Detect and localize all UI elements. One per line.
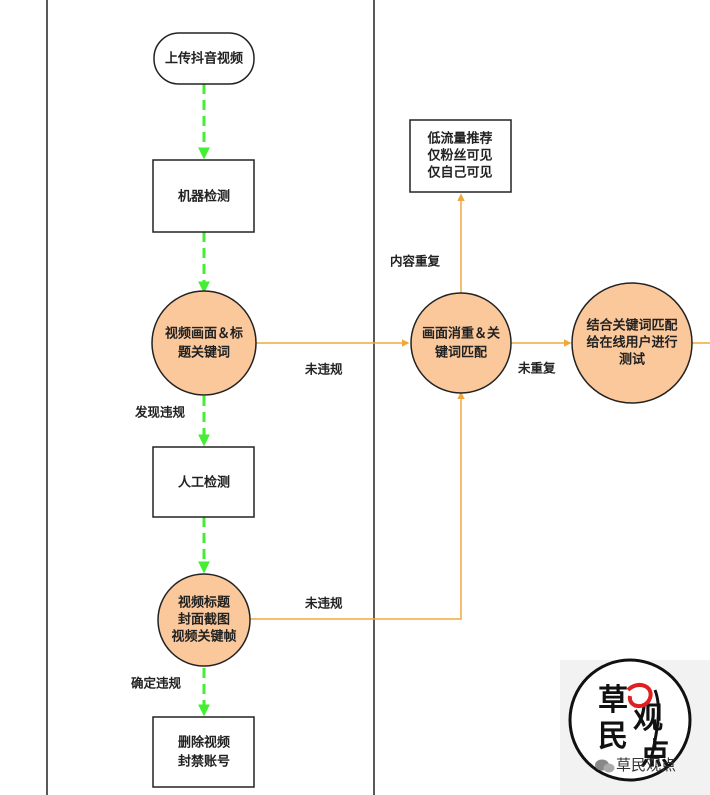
edge-label-no-violation-2: 未违规 bbox=[304, 596, 343, 611]
node-keywords-label: 题关键词 bbox=[178, 345, 230, 361]
watermark-logo: 草 民 观 点 草民观点 bbox=[560, 658, 710, 795]
node-keywords bbox=[151, 290, 257, 396]
orange-connectors bbox=[249, 193, 710, 620]
edge-label-not-duplicate: 未重复 bbox=[517, 361, 556, 376]
node-manual-check bbox=[152, 446, 255, 518]
node-frames-label: 封面截图 bbox=[178, 612, 230, 628]
wechat-icon bbox=[595, 759, 615, 773]
node-test-label: 给在线用户进行 bbox=[586, 335, 677, 351]
node-low-flow bbox=[409, 119, 512, 193]
edge-frames-to-dedupe bbox=[249, 391, 465, 620]
watermark-logo-ring bbox=[568, 658, 692, 782]
node-test-label: 测试 bbox=[619, 352, 645, 368]
node-dedupe-label: 键词匹配 bbox=[434, 345, 487, 361]
node-manual-check-label: 人工检测 bbox=[178, 475, 230, 491]
node-test-label: 结合关键词匹配 bbox=[586, 318, 677, 334]
node-delete-label: 删除视频 bbox=[178, 735, 230, 751]
watermark-glyph-cao: 草 bbox=[598, 683, 628, 718]
node-machine-check bbox=[152, 159, 255, 233]
watermark-red-swirl bbox=[626, 682, 653, 708]
node-dedupe bbox=[410, 292, 512, 394]
node-keywords-label: 视频画面＆标 bbox=[165, 326, 243, 342]
node-low-flow-label: 仅粉丝可见 bbox=[426, 148, 492, 164]
node-test bbox=[571, 282, 693, 404]
watermark-glyph-min: 民 bbox=[598, 719, 628, 754]
node-low-flow-label: 低流量推荐 bbox=[426, 131, 492, 147]
node-upload-label: 上传抖音视频 bbox=[165, 51, 243, 67]
node-dedupe-label: 画面消重＆关 bbox=[422, 326, 500, 342]
edge-label-violation-confirmed: 确定违规 bbox=[131, 676, 182, 691]
node-frames-label: 视频标题 bbox=[178, 595, 231, 611]
edge-label-duplicate-content: 内容重复 bbox=[390, 254, 441, 269]
node-delete-label: 封禁账号 bbox=[178, 754, 230, 770]
node-machine-check-label: 机器检测 bbox=[178, 189, 230, 205]
watermark-caption: 草民观点 bbox=[616, 756, 676, 774]
node-delete bbox=[152, 716, 255, 788]
edge-label-no-violation-1: 未违规 bbox=[304, 362, 343, 377]
watermark-brush-stroke bbox=[649, 689, 660, 761]
node-low-flow-label: 仅自己可见 bbox=[426, 165, 492, 181]
node-frames-label: 视频关键帧 bbox=[171, 629, 236, 645]
node-frames bbox=[157, 573, 251, 667]
edge-label-violation-found: 发现违规 bbox=[134, 405, 186, 420]
node-upload bbox=[153, 32, 255, 85]
